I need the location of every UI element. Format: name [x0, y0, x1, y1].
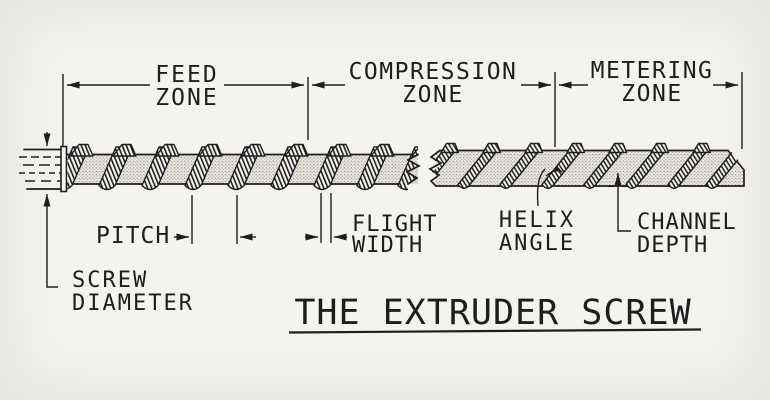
helix-angle-label-line2: ANGLE	[499, 231, 575, 256]
screw-flight-band	[356, 146, 391, 191]
helix-angle-arc	[545, 165, 563, 177]
break-edge-right	[428, 149, 443, 187]
screw-flight-peak	[440, 142, 460, 154]
screw-flight-band	[98, 146, 133, 191]
metering-zone-label-line2: ZONE	[621, 81, 682, 107]
helix-leader-line	[536, 168, 546, 207]
title-underline	[288, 328, 702, 334]
screw-flight-band	[270, 146, 305, 191]
channel-depth-leader	[614, 173, 631, 232]
screw-flight-peak	[327, 143, 352, 157]
compression-zone-label: COMPRESSION	[349, 59, 518, 85]
screw-flight-peak	[692, 142, 712, 154]
diagram-title: THE EXTRUDER SCREW	[288, 293, 702, 334]
screw-flight-band	[667, 150, 708, 189]
metering-zone-label: METERING	[591, 58, 714, 84]
screw-flight-peak	[155, 143, 180, 157]
screw-flight-band	[457, 150, 498, 189]
title-text: THE EXTRUDER SCREW	[294, 293, 691, 333]
helix-angle-label: HELIX	[499, 208, 575, 233]
screw-shank	[19, 145, 68, 193]
compression-zone-label-line2: ZONE	[402, 82, 463, 108]
screw-section-right	[428, 142, 746, 189]
helix-angle-callout: HELIX ANGLE	[499, 165, 575, 256]
screw-flight-peak	[650, 142, 670, 154]
feed-zone-label: FEED	[155, 62, 218, 88]
screw-flight-band	[67, 146, 90, 191]
screw-diameter-callout: SCREW DIAMETER	[43, 132, 194, 316]
zone-dimensions: FEED ZONE COMPRESSION ZONE METERING ZONE	[62, 58, 743, 149]
screw-flight-band	[499, 150, 540, 189]
channel-depth-callout: CHANNEL DEPTH	[608, 173, 737, 258]
screw-flight-band	[431, 150, 456, 189]
screw-flight-band	[705, 150, 746, 189]
pitch-dimension: PITCH	[96, 195, 256, 249]
channel-depth-label: CHANNEL	[637, 210, 737, 235]
flight-width-label-line2: WIDTH	[352, 233, 423, 258]
screw-flight-band	[227, 146, 262, 191]
screw-flight-peak	[524, 142, 544, 154]
screw-flight-peak	[241, 143, 266, 157]
screw-diameter-label: SCREW	[72, 268, 148, 293]
shank-flange	[60, 145, 68, 193]
screw-flights-left	[67, 143, 419, 191]
screw-flight-peak	[198, 143, 223, 157]
screw-flight-peak	[566, 142, 586, 154]
screw-flight-band	[625, 150, 666, 189]
screw-flight-peak	[284, 143, 309, 157]
screw-flight-peak	[608, 142, 628, 154]
screw-flight-band	[313, 146, 348, 191]
break-edge-left	[405, 153, 421, 185]
screw-flight-peak	[112, 143, 137, 157]
screw-flight-band	[583, 150, 624, 189]
screw-section-left	[66, 143, 421, 191]
screw-flight-peak	[370, 143, 395, 157]
pitch-label: PITCH	[96, 223, 170, 249]
screw-flight-peak	[482, 142, 502, 154]
flight-width-dimension: FLIGHT WIDTH	[305, 193, 437, 258]
screw-flights-right	[431, 142, 746, 189]
flight-width-label: FLIGHT	[352, 212, 437, 237]
feed-zone-label-line2: ZONE	[155, 85, 218, 111]
screw-diameter-leader	[43, 194, 58, 288]
channel-depth-label-line2: DEPTH	[637, 233, 708, 258]
screw-flight-peak	[411, 143, 419, 157]
screw-diameter-label-line2: DIAMETER	[72, 291, 194, 316]
screw-flight-peak	[69, 143, 94, 157]
screw-flight-band	[184, 146, 219, 191]
screw-flight-band	[141, 146, 176, 191]
